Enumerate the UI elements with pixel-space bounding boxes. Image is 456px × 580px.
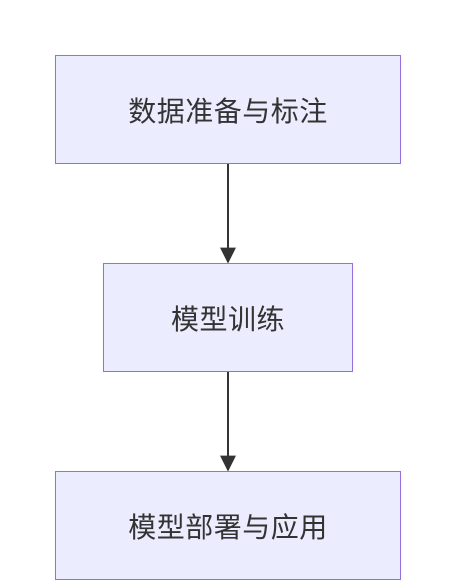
node-model-deployment: 模型部署与应用 [55, 471, 401, 580]
node-model-training: 模型训练 [103, 263, 353, 372]
node-data-preparation: 数据准备与标注 [55, 55, 401, 164]
flowchart: 数据准备与标注 模型训练 模型部署与应用 [55, 55, 401, 580]
node-label: 数据准备与标注 [128, 94, 328, 128]
node-label: 模型部署与应用 [128, 510, 328, 544]
node-label: 模型训练 [170, 302, 285, 336]
flowchart-edges [220, 164, 236, 472]
